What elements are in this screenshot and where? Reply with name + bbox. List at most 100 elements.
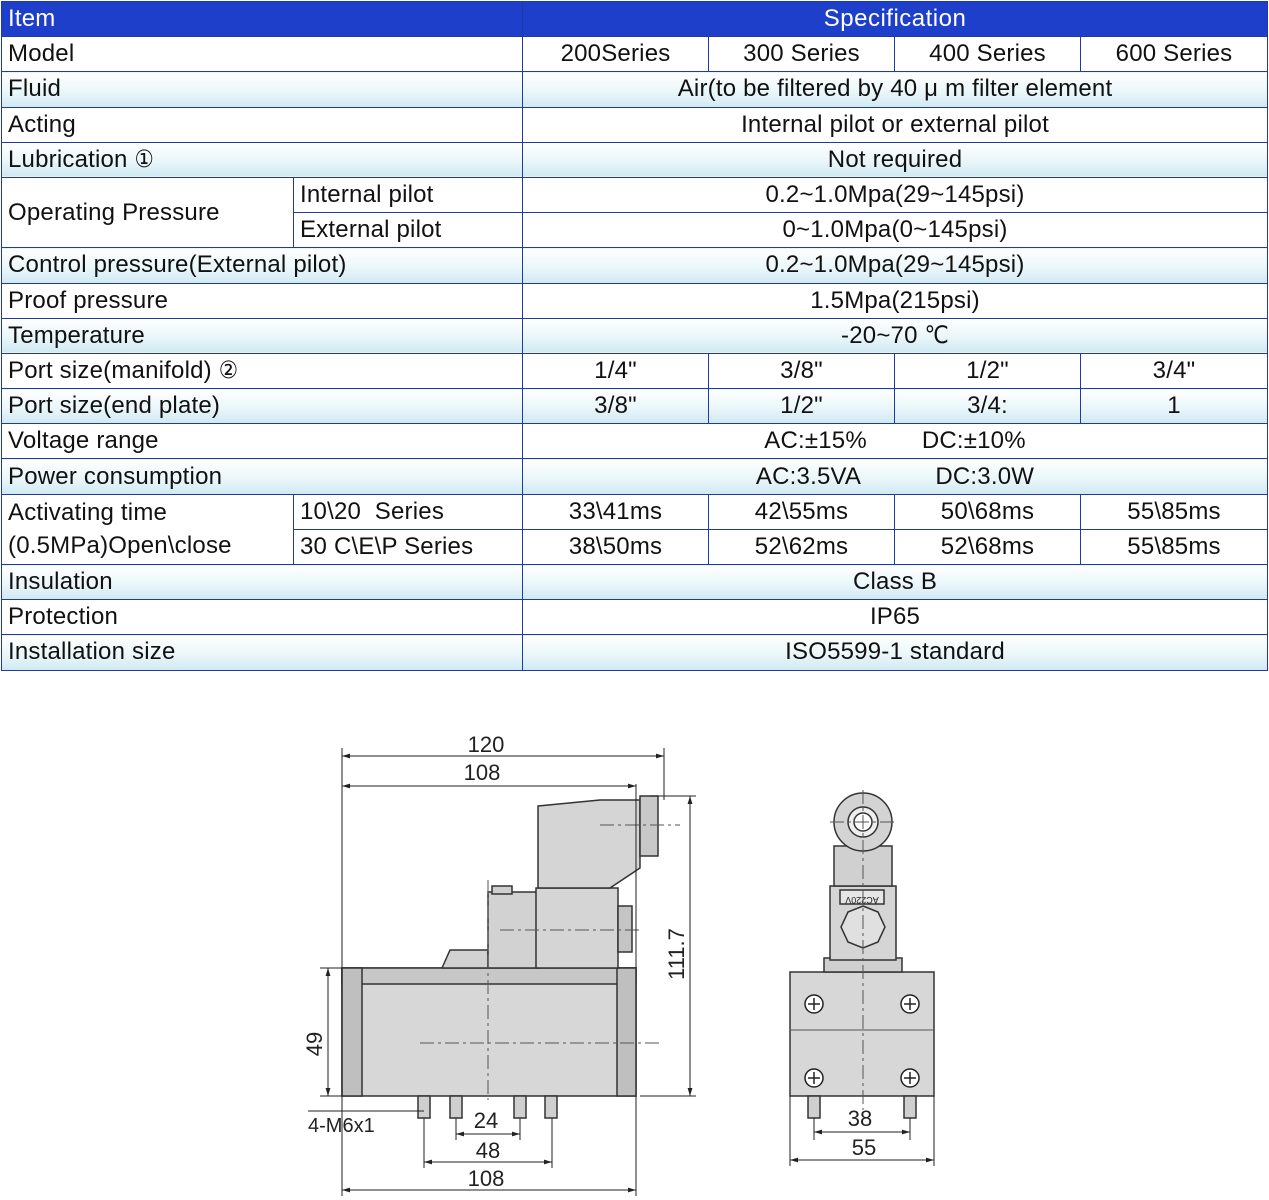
row-operating-pressure-internal: Operating Pressure Internal pilot 0.2~1.… (1, 176, 1269, 249)
row-label: Protection (0, 599, 524, 636)
dim-label-108-top: 108 (464, 760, 501, 785)
row-power: Power consumption AC:3.5VA DC:3.0W (0, 458, 1269, 495)
front-fitting (903, 1095, 917, 1119)
fitting (449, 1095, 463, 1119)
cell-value: 50\68ms (894, 493, 1082, 530)
dim-label-111-7: 111.7 (664, 928, 689, 980)
row-label: Control pressure(External pilot) (0, 247, 524, 284)
cell-value: 33\41ms (522, 493, 710, 530)
screw-icons (804, 994, 920, 1088)
row-value: IP65 (522, 599, 1269, 636)
body-top-strip (341, 967, 637, 985)
row-value: Class B (522, 563, 1269, 601)
row-installation: Installation size ISO5599-1 standard (0, 634, 1269, 671)
dim-label-24: 24 (474, 1108, 498, 1133)
dim-label-48: 48 (476, 1138, 500, 1163)
specification-table: Item Specification Model 200Series 300 S… (0, 0, 1269, 671)
cell-value: 38\50ms (522, 528, 710, 566)
header-specification: Specification (522, 0, 1269, 38)
row-value: -20~70 ℃ (522, 317, 1269, 354)
sub-label: 10\20 Series (292, 493, 524, 530)
row-value: 0.2~1.0Mpa(29~145psi) (522, 247, 1269, 284)
dimension-drawing: 120 108 111.7 49 4-M6x1 24 48 108 AC220V (302, 732, 935, 1196)
fitting (513, 1095, 527, 1119)
row-temperature: Temperature -20~70 ℃ (0, 317, 1269, 354)
row-value: Air(to be filtered by 40 μ m filter elem… (522, 71, 1269, 108)
cell-value: 1/4" (522, 352, 710, 390)
row-lubrication: Lubrication ① Not required (0, 141, 1269, 178)
cell-value: 1 (1080, 388, 1269, 425)
row-value: AC:±15% DC:±10% (522, 423, 1269, 460)
row-label: Port size(end plate) (0, 388, 524, 425)
solenoid-coil (535, 887, 619, 969)
row-activating-1: Activating time (0.5MPa)Open\close 10\20… (1, 493, 1269, 566)
side-view (341, 795, 659, 1119)
sub-label: 30 C\E\P Series (292, 528, 524, 566)
coil-knob (617, 905, 633, 953)
dim-label-38: 38 (848, 1106, 872, 1131)
coil-label: AC220V (845, 895, 879, 905)
row-operating-pressure-external: External pilot 0~1.0Mpa(0~145psi) (2, 212, 1269, 249)
header-item: Item (0, 0, 524, 38)
row-value: 0~1.0Mpa(0~145psi) (522, 212, 1269, 249)
fitting (544, 1095, 558, 1119)
sub-label: External pilot (292, 212, 524, 249)
row-label: Lubrication ① (0, 141, 524, 178)
row-label: Acting (0, 106, 524, 143)
cell-value: 3/8" (708, 352, 896, 390)
dim-label-120: 120 (468, 732, 505, 757)
thread-label: 4-M6x1 (308, 1115, 375, 1137)
row-port-end-plate: Port size(end plate) 3/8" 1/2" 3/4: 1 (0, 388, 1269, 425)
row-value: 0.2~1.0Mpa(29~145psi) (522, 176, 1269, 214)
fitting (417, 1095, 431, 1119)
row-proof-pressure: Proof pressure 1.5Mpa(215psi) (0, 282, 1269, 319)
series-400: 400 Series (894, 36, 1082, 73)
pilot-base (440, 949, 489, 969)
row-label: Installation size (0, 634, 524, 671)
cell-value: 3/8" (522, 388, 710, 425)
row-label: Port size(manifold) ② (0, 352, 524, 390)
header-row: Item Specification (0, 0, 1269, 38)
row-label: Power consumption (0, 458, 524, 495)
row-control-pressure: Control pressure(External pilot) 0.2~1.0… (0, 247, 1269, 284)
valve-body (341, 967, 637, 1097)
dim-label-108-bottom: 108 (468, 1166, 505, 1191)
activating-label-line2: (0.5MPa)Open\close (8, 532, 232, 560)
row-voltage: Voltage range AC:±15% DC:±10% (0, 423, 1269, 460)
row-label: Fluid (0, 71, 524, 108)
series-200: 200Series (522, 36, 710, 73)
connector-housing (537, 799, 641, 889)
cell-value: 1/2" (708, 388, 896, 425)
cell-value: 42\55ms (708, 493, 896, 530)
row-label: Insulation (0, 563, 524, 601)
cell-value: 52\62ms (708, 528, 896, 566)
row-label: Voltage range (0, 423, 524, 460)
row-value: 1.5Mpa(215psi) (522, 282, 1269, 319)
cell-value: 55\85ms (1080, 493, 1269, 530)
row-label: Model (0, 36, 524, 73)
row-insulation: Insulation Class B (0, 563, 1269, 601)
row-fluid: Fluid Air(to be filtered by 40 μ m filte… (0, 71, 1269, 108)
row-port-manifold: Port size(manifold) ② 1/4" 3/8" 1/2" 3/4… (0, 352, 1269, 390)
cell-value: 3/4" (1080, 352, 1269, 390)
coil-label-plate (839, 889, 885, 905)
row-label: Activating time (0.5MPa)Open\close (1, 493, 294, 566)
cell-value: 3/4: (894, 388, 1082, 425)
sub-label: Internal pilot (292, 176, 524, 214)
front-fitting (807, 1095, 821, 1119)
dim-label-49: 49 (302, 1032, 327, 1056)
row-value: Internal pilot or external pilot (522, 106, 1269, 143)
row-label: Operating Pressure (1, 176, 294, 249)
cell-value: 1/2" (894, 352, 1082, 390)
activating-label-line1: Activating time (8, 499, 168, 527)
series-600: 600 Series (1080, 36, 1269, 73)
row-acting: Acting Internal pilot or external pilot (0, 106, 1269, 143)
cell-value: 55\85ms (1080, 528, 1269, 566)
connector-gland (639, 795, 659, 857)
row-label: Temperature (0, 317, 524, 354)
series-300: 300 Series (708, 36, 896, 73)
row-model: Model 200Series 300 Series 400 Series 60… (0, 36, 1269, 73)
row-protection: Protection IP65 (0, 599, 1269, 636)
body-right-cap (616, 967, 637, 1097)
dim-label-55: 55 (852, 1135, 876, 1160)
